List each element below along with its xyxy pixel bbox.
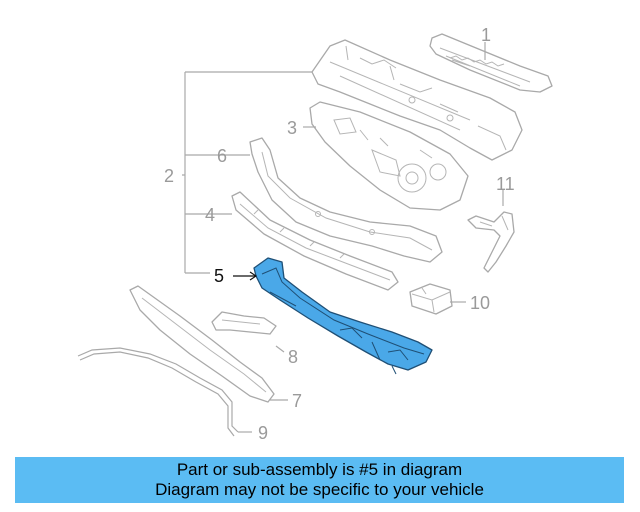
callout-7: 7 xyxy=(292,391,302,411)
callout-2: 2 xyxy=(164,166,174,186)
part-9-drain-hose[interactable] xyxy=(77,347,239,437)
info-banner: Part or sub-assembly is #5 in diagram Di… xyxy=(15,457,624,503)
banner-line-1: Part or sub-assembly is #5 in diagram xyxy=(176,460,463,479)
part-7-lower-panel[interactable] xyxy=(129,285,275,403)
part-5-cowl-panel[interactable] xyxy=(253,257,433,375)
callout-labels: 1 2 3 4 5 6 7 8 9 10 11 xyxy=(164,25,515,443)
callout-9: 9 xyxy=(258,423,268,443)
part-6-reinforcement[interactable] xyxy=(249,137,443,263)
callout-3: 3 xyxy=(287,118,297,138)
part-10-block[interactable] xyxy=(409,283,453,315)
callout-10: 10 xyxy=(470,293,490,313)
banner-line-2: Diagram may not be specific to your vehi… xyxy=(155,480,484,499)
callout-4: 4 xyxy=(205,205,215,225)
callout-5: 5 xyxy=(214,266,224,286)
callout-11: 11 xyxy=(496,174,515,194)
part-4-cross-member[interactable] xyxy=(231,191,399,291)
callout-6: 6 xyxy=(217,146,227,166)
part-8-bracket[interactable] xyxy=(211,311,277,335)
part-11-linkage[interactable] xyxy=(467,211,515,273)
callout-8: 8 xyxy=(288,347,298,367)
leader-lines xyxy=(182,42,504,433)
part-2-dash-panel[interactable] xyxy=(311,39,523,161)
callout-1: 1 xyxy=(481,25,491,45)
part-1-cowl-cover[interactable] xyxy=(429,33,553,93)
part-3-dash-insulator[interactable] xyxy=(309,101,469,211)
